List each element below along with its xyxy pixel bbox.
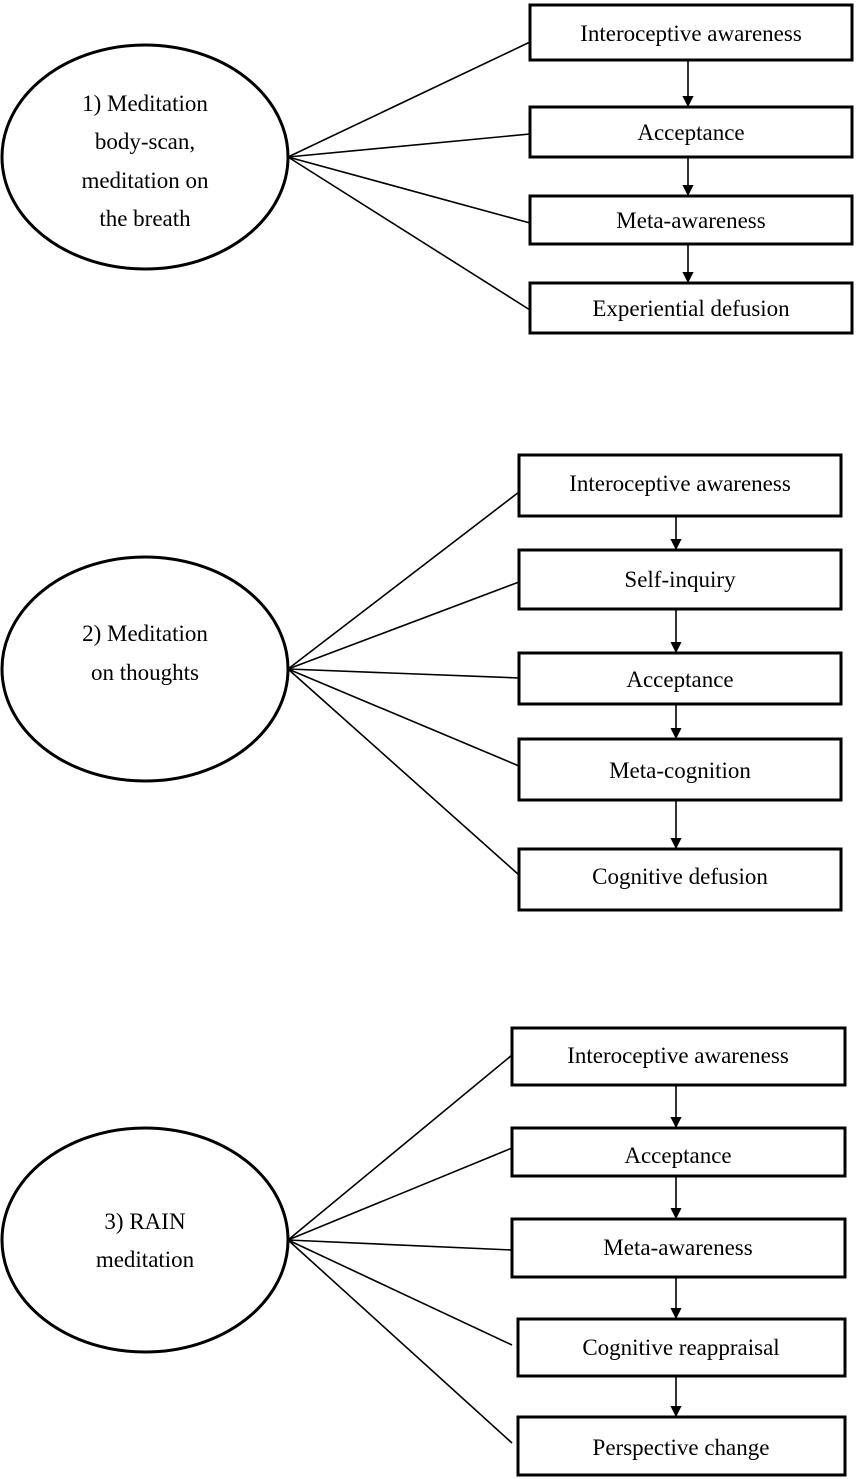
step-label: Acceptance — [624, 1143, 731, 1168]
step-box — [528, 281, 854, 335]
step-box — [517, 548, 843, 611]
technique-label: 3) RAIN — [104, 1209, 186, 1234]
connector-line — [287, 1239, 513, 1444]
technique-ellipse — [0, 43, 290, 271]
panel-2-connectors — [287, 491, 520, 876]
step-box — [516, 1317, 847, 1378]
step-label: Meta-awareness — [603, 1235, 752, 1260]
step-label: Meta-awareness — [616, 208, 765, 233]
step-box — [528, 194, 854, 246]
step-label: Meta-cognition — [609, 758, 751, 783]
panel-1: 1) Meditation body-scan, meditation on t… — [0, 3, 854, 335]
technique-label: meditation on — [81, 168, 209, 193]
step-label: Cognitive defusion — [592, 864, 768, 889]
step-box — [510, 1217, 847, 1279]
connector-line — [287, 1239, 513, 1251]
step-box — [517, 737, 843, 802]
connector-line — [287, 41, 531, 158]
technique-label: 1) Meditation — [82, 91, 208, 116]
technique-label: the breath — [99, 206, 191, 231]
connector-line — [287, 668, 520, 767]
step-label: Self-inquiry — [624, 567, 736, 592]
connector-line — [287, 1239, 513, 1346]
step-box — [528, 3, 854, 62]
panel-3: 3) RAIN meditation Interoceptive awarene… — [0, 1026, 847, 1477]
panel-2: 2) Meditation on thoughts Interoceptive … — [0, 453, 843, 912]
step-box — [517, 453, 843, 518]
step-box — [516, 1415, 847, 1477]
connector-line — [287, 156, 531, 311]
step-box — [517, 847, 843, 912]
step-box — [528, 105, 854, 159]
step-label: Perspective change — [593, 1435, 770, 1460]
technique-ellipse — [0, 1126, 290, 1354]
connector-line — [287, 133, 531, 158]
step-box — [517, 651, 843, 706]
panel-1-connectors — [287, 41, 531, 311]
step-label: Interoceptive awareness — [569, 471, 791, 496]
connector-line — [287, 1054, 513, 1241]
connector-line — [287, 156, 531, 224]
panel-3-connectors — [287, 1054, 513, 1444]
step-box — [510, 1126, 847, 1178]
connector-line — [287, 1147, 513, 1241]
step-label: Experiential defusion — [592, 296, 790, 321]
connector-line — [287, 668, 520, 679]
step-label: Acceptance — [626, 667, 733, 692]
technique-label: meditation — [96, 1247, 195, 1272]
technique-label: body-scan, — [95, 129, 195, 154]
connector-line — [287, 668, 520, 876]
technique-ellipse — [0, 555, 290, 783]
step-label: Cognitive reappraisal — [582, 1335, 779, 1360]
connector-line — [287, 581, 520, 670]
step-label: Interoceptive awareness — [580, 21, 802, 46]
step-label: Acceptance — [637, 120, 744, 145]
step-box — [510, 1026, 847, 1087]
technique-label: on thoughts — [91, 660, 199, 685]
connector-line — [287, 491, 520, 670]
technique-label: 2) Meditation — [82, 621, 208, 646]
step-label: Interoceptive awareness — [567, 1043, 789, 1068]
